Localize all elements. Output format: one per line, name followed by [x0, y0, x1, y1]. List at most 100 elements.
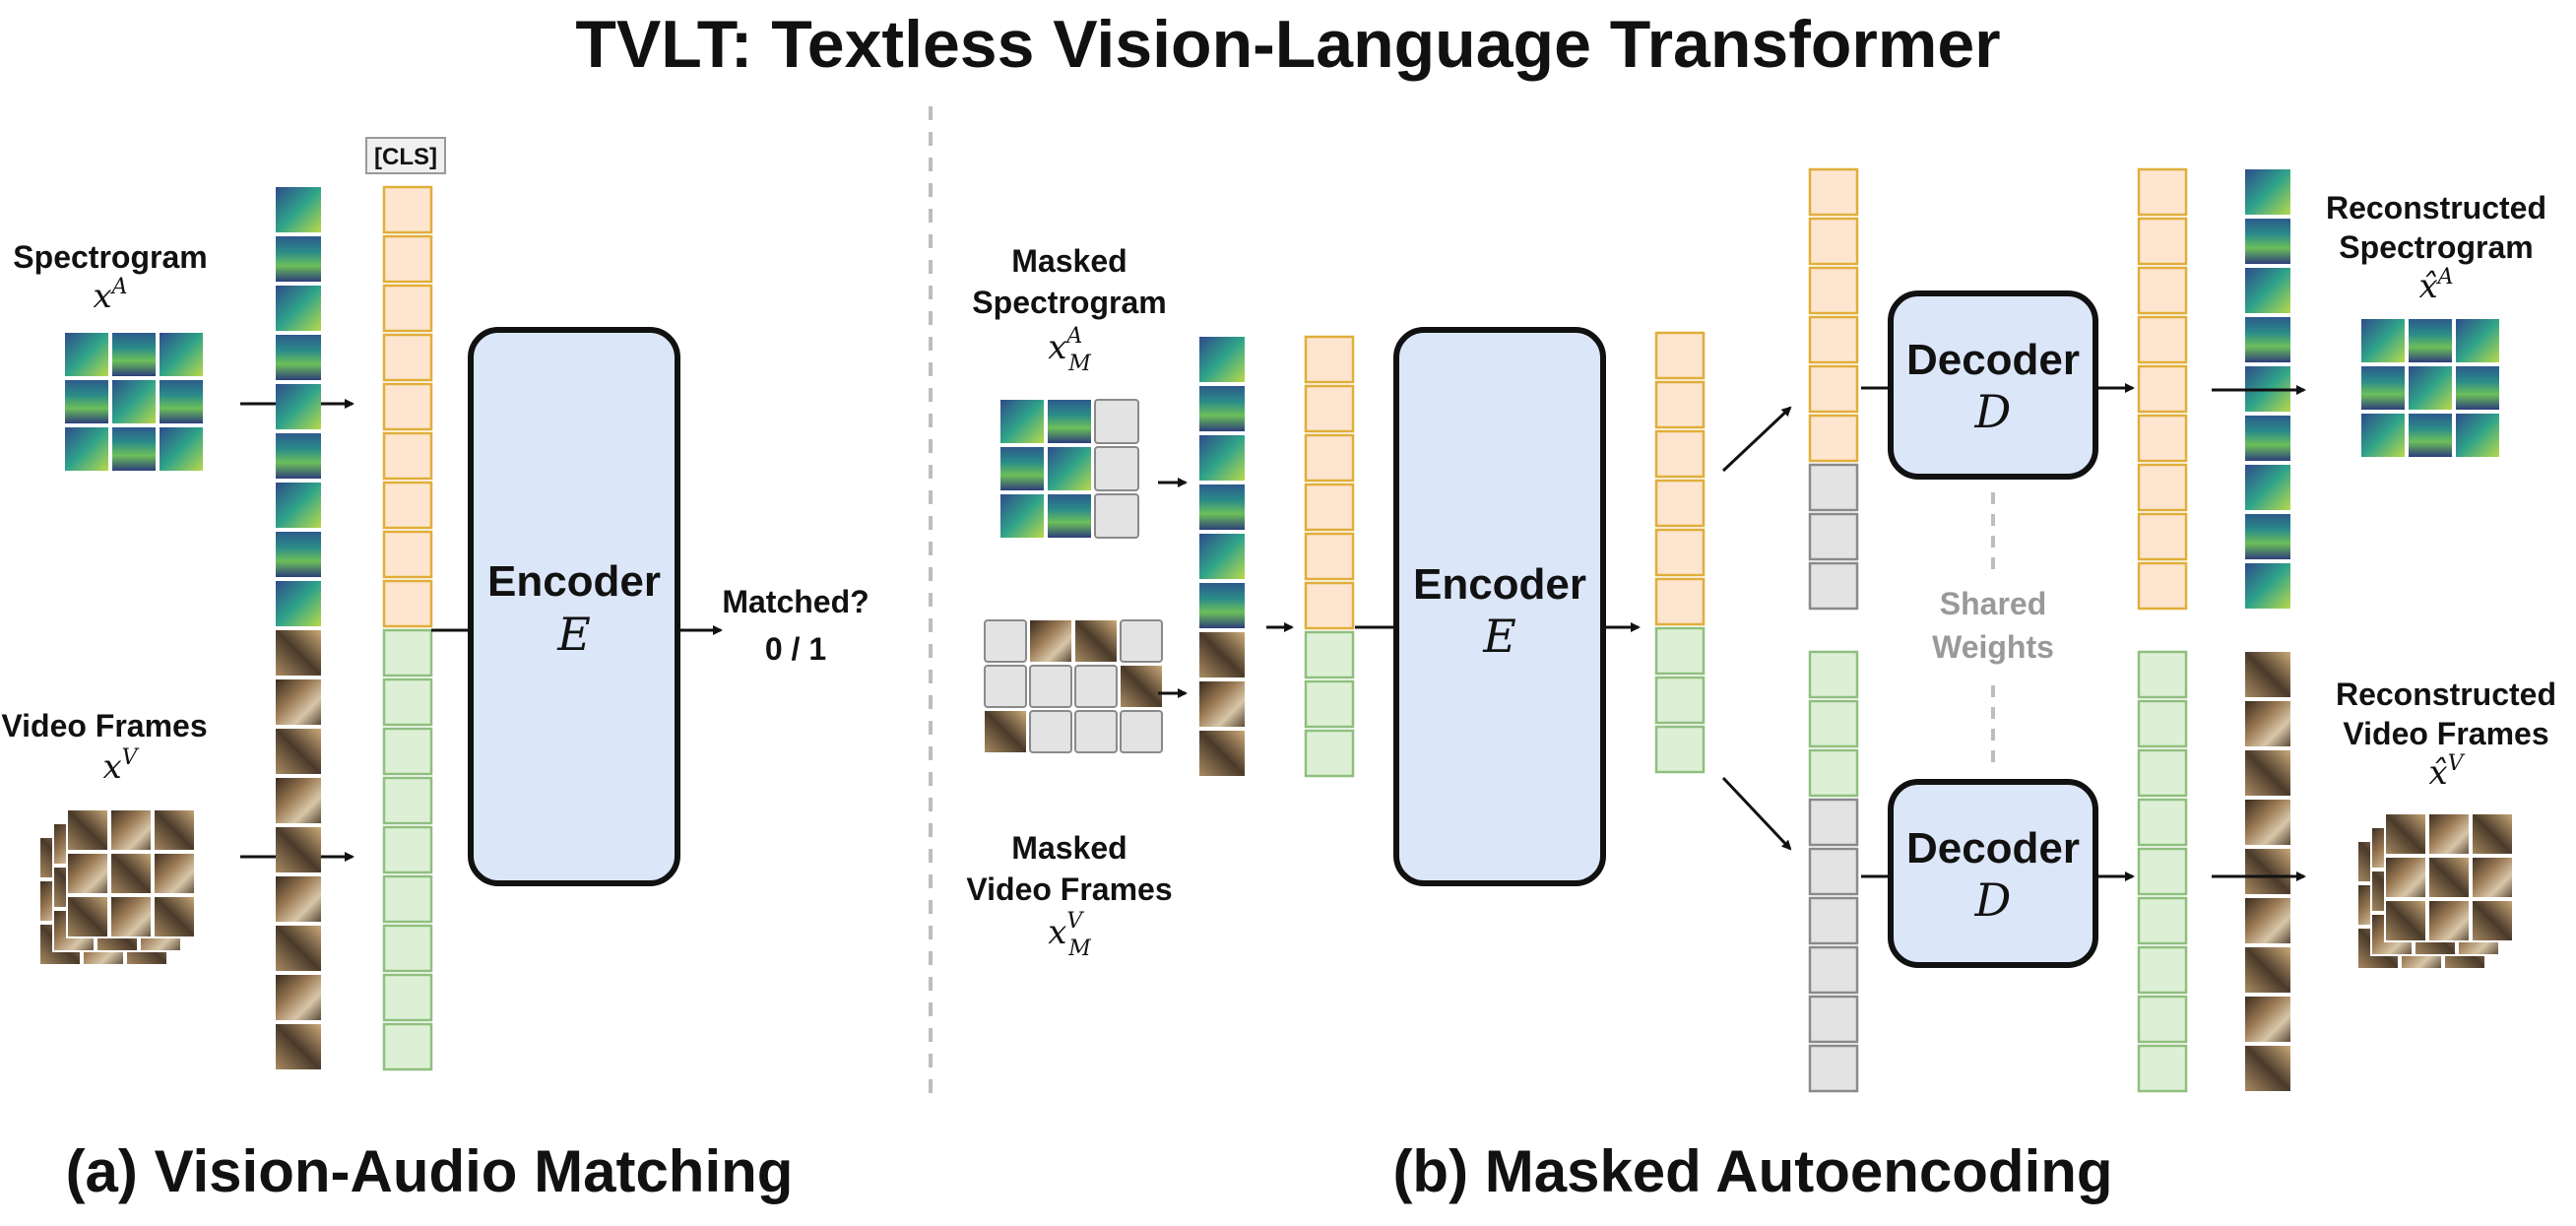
shared-weights-label-1: Shared	[1940, 586, 2046, 621]
image-patch	[1048, 400, 1091, 443]
reconstructed-video-patch	[2471, 812, 2514, 856]
cls-label: [CLS]	[374, 144, 437, 170]
masked-patch	[1074, 665, 1118, 708]
audio-token	[1654, 577, 1706, 626]
encoder-label: Encoder	[487, 557, 661, 606]
video-patch	[2245, 947, 2290, 993]
spectrogram-patch	[276, 236, 321, 282]
spectrogram-patch	[1199, 484, 1245, 530]
spectrogram-patch	[1199, 583, 1245, 628]
spectrogram-label: Spectrogram	[13, 239, 207, 275]
audio-token	[1654, 479, 1706, 528]
video-patch	[2245, 849, 2290, 894]
decoder-box-top	[1888, 290, 2098, 480]
masked-video-label-1: Masked	[1011, 830, 1127, 866]
image-patch	[112, 380, 156, 423]
video-token	[1304, 729, 1355, 778]
image-patch	[65, 427, 108, 471]
video-patch	[276, 729, 321, 774]
audio-decoder-output-column	[2137, 167, 2188, 611]
reconstructed-video-patch	[2471, 856, 2514, 899]
visible-token-column	[1304, 335, 1355, 778]
video-frame-patch	[66, 808, 109, 852]
image-patch	[1000, 494, 1044, 538]
reconstructed-video-image	[2356, 812, 2514, 970]
audio-token	[382, 481, 433, 530]
decoder-bottom-label: Decoder	[1906, 824, 2080, 872]
video-token	[382, 727, 433, 776]
masked-spectrogram-image	[1000, 399, 1139, 539]
audio-token	[382, 382, 433, 431]
mask-token	[1808, 896, 1859, 945]
image-patch	[2361, 414, 2405, 457]
video-patch	[276, 630, 321, 676]
reconstructed-video-patch	[2427, 899, 2471, 942]
video-patch	[1199, 731, 1245, 776]
audio-token	[382, 234, 433, 284]
figure-title: TVLT: Textless Vision-Language Transform…	[575, 7, 2000, 82]
video-token	[2137, 995, 2188, 1044]
audio-token	[1808, 364, 1859, 414]
image-patch	[65, 380, 108, 423]
mask-token	[1808, 847, 1859, 896]
visible-patch-column	[1199, 337, 1245, 776]
audio-token	[2137, 512, 2188, 561]
audio-token	[382, 185, 433, 234]
reconstructed-video-patch	[2384, 812, 2427, 856]
masked-patch	[1120, 619, 1163, 663]
mask-token	[1808, 561, 1859, 611]
arrow-latents-to-video-decoder-input	[1721, 776, 1792, 851]
cls-label-box	[365, 137, 446, 174]
video-frame-patch	[153, 808, 196, 852]
image-patch	[160, 427, 203, 471]
panel-a-caption: (a) Vision-Audio Matching	[66, 1138, 794, 1204]
audio-token	[1808, 266, 1859, 315]
audio-token	[1304, 433, 1355, 483]
video-frames-image	[38, 808, 196, 966]
mask-token	[1808, 512, 1859, 561]
spectrogram-patch	[276, 532, 321, 577]
video-token	[1808, 699, 1859, 748]
spectrogram-image	[65, 333, 203, 471]
video-patch	[2245, 750, 2290, 796]
audio-token	[382, 333, 433, 382]
video-decoder-output-column	[2137, 650, 2188, 1093]
mask-token	[1808, 945, 1859, 995]
masked-patch	[1074, 710, 1118, 753]
video-token	[2137, 748, 2188, 798]
mask-token	[1808, 1044, 1859, 1093]
reconstructed-video-label-1: Reconstructed	[2336, 677, 2556, 712]
image-patch	[1030, 620, 1071, 662]
image-patch	[2456, 414, 2499, 457]
image-patch	[160, 333, 203, 376]
video-frame-patch	[66, 852, 109, 895]
video-patch	[2245, 1046, 2290, 1091]
masked-video-image	[984, 619, 1163, 753]
reconstructed-video-patches	[2245, 652, 2290, 1091]
decoder-bottom-symbol: D	[1974, 873, 2012, 927]
audio-token	[1654, 429, 1706, 479]
spectrogram-patch	[2245, 268, 2290, 313]
audio-token	[2137, 266, 2188, 315]
masked-video-label-2: Video Frames	[966, 871, 1172, 907]
video-token	[382, 776, 433, 825]
video-token	[2137, 847, 2188, 896]
video-patch	[276, 778, 321, 823]
video-patch	[276, 827, 321, 872]
reconstructed-spectrogram-label-2: Spectrogram	[2339, 229, 2533, 265]
audio-token	[1654, 528, 1706, 577]
video-token	[382, 1022, 433, 1071]
spectrogram-patch	[276, 581, 321, 626]
image-patch	[1121, 666, 1162, 707]
image-patch	[1048, 447, 1091, 490]
reconstructed-video-patch	[2471, 899, 2514, 942]
masked-patch	[1094, 399, 1139, 444]
video-patch	[276, 1024, 321, 1069]
audio-token	[2137, 561, 2188, 611]
reconstructed-video-patch	[2384, 899, 2427, 942]
video-token	[2137, 650, 2188, 699]
audio-token	[2137, 167, 2188, 217]
video-token	[1304, 679, 1355, 729]
masked-spectrogram-label-1: Masked	[1011, 243, 1127, 279]
